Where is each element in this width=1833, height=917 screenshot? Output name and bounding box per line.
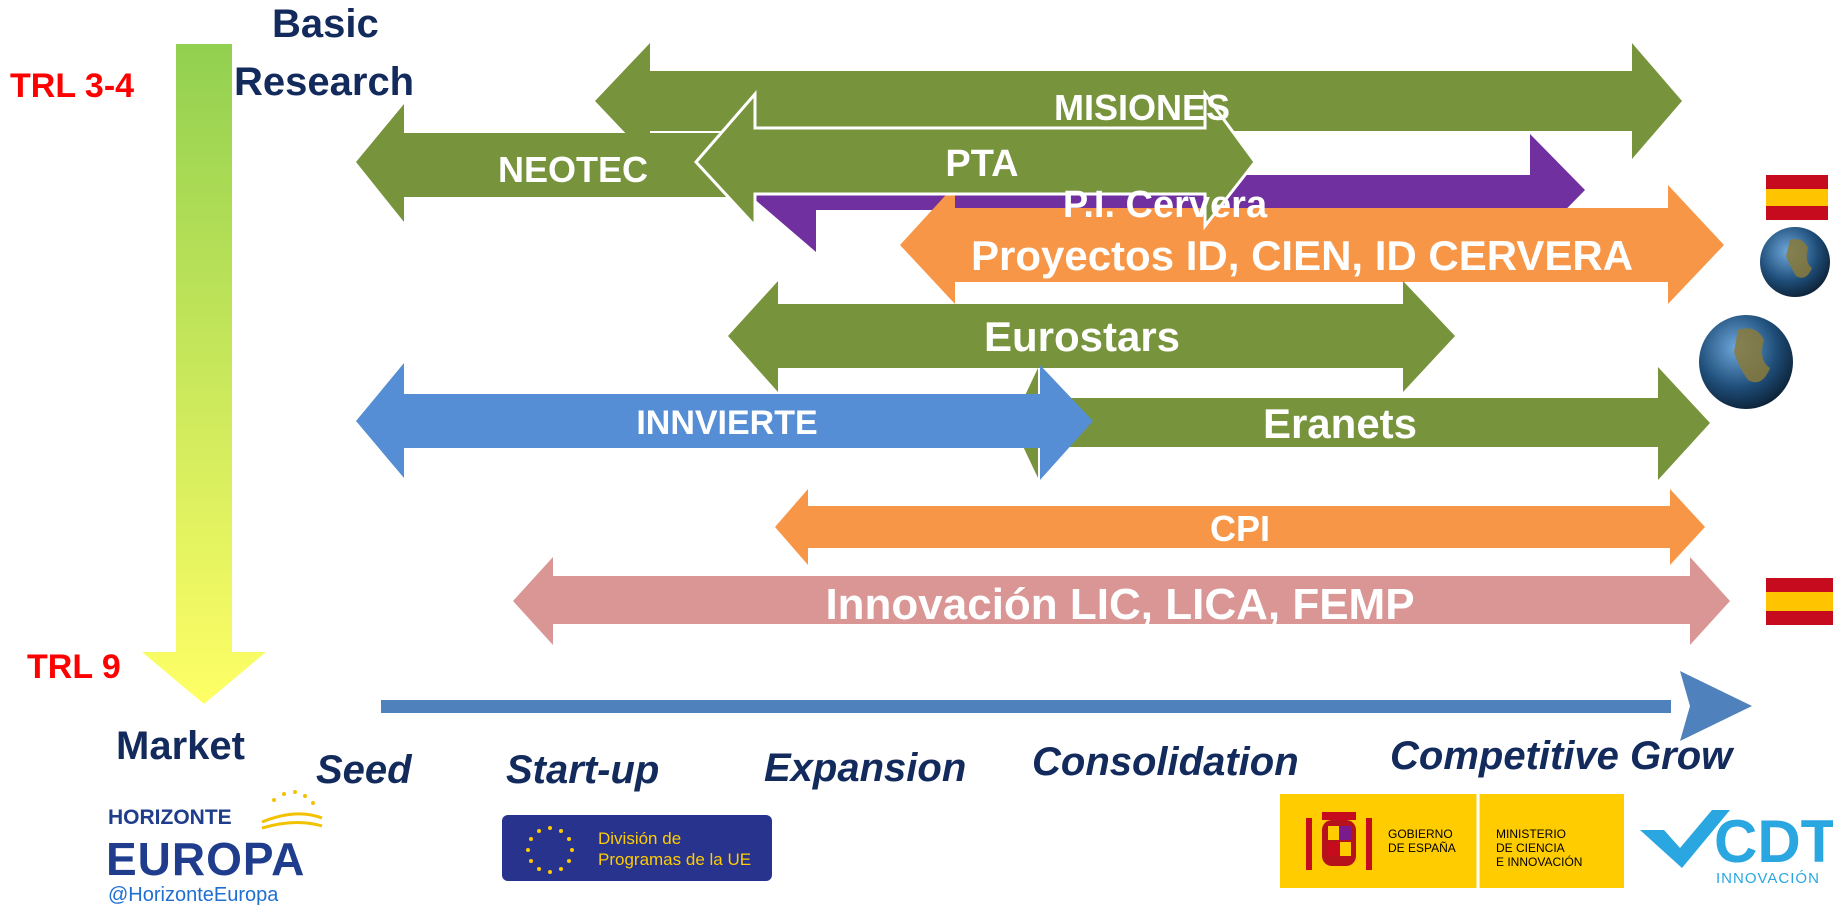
spain-coat-of-arms-icon xyxy=(1306,812,1372,870)
neotec-label: NEOTEC xyxy=(498,149,648,190)
spain-flag-bottom xyxy=(1766,578,1833,625)
eu-division-badge: División de Programas de la UE xyxy=(502,815,772,881)
cpi-label: CPI xyxy=(1210,508,1270,549)
innovacion-arrow xyxy=(513,557,1730,645)
gobierno-ministerio-badge: GOBIERNO DE ESPAÑA MINISTERIO DE CIENCIA… xyxy=(1280,794,1624,888)
misiones-label: MISIONES xyxy=(1054,87,1230,128)
innvierte-arrow xyxy=(356,363,1093,480)
horizonte-europa-logo xyxy=(261,790,323,830)
eurostars-label: Eurostars xyxy=(984,313,1180,360)
globe-icon-bottom xyxy=(1699,315,1793,409)
stage-startup: Start-up xyxy=(506,748,660,792)
neotec-arrow xyxy=(356,104,745,222)
horizonte-line2: EUROPA xyxy=(106,833,306,885)
cdti-sub: INNOVACIÓN xyxy=(1716,870,1820,887)
trl-top-label: TRL 3-4 xyxy=(10,67,135,105)
basic-label: Basic xyxy=(272,2,379,46)
cpi-arrow xyxy=(775,489,1705,565)
horizonte-line1: HORIZONTE xyxy=(108,806,232,829)
stage-competitive-grow: Competitive Grow xyxy=(1390,734,1733,778)
trl-vertical-arrow xyxy=(142,44,266,704)
innvierte-label: INNVIERTE xyxy=(636,404,817,442)
market-label: Market xyxy=(116,724,245,768)
eurostars-arrow xyxy=(728,281,1455,392)
ministerio-line1: MINISTERIO xyxy=(1496,827,1566,841)
innovacion-label: Innovación LIC, LICA, FEMP xyxy=(825,580,1414,629)
cdti-check-icon xyxy=(1640,810,1730,868)
pta-label: PTA xyxy=(945,143,1018,185)
eu-division-line2: Programas de la UE xyxy=(598,850,751,869)
stage-consolidation: Consolidation xyxy=(1032,740,1299,784)
ministerio-line3: E INNOVACIÓN xyxy=(1496,854,1582,869)
trl-bottom-label: TRL 9 xyxy=(27,648,121,686)
pta-arrow xyxy=(693,89,1257,231)
eu-division-line1: División de xyxy=(598,829,681,848)
spain-flag-top xyxy=(1766,175,1828,220)
stage-expansion: Expansion xyxy=(764,746,967,790)
proyectos-label: Proyectos ID, CIEN, ID CERVERA xyxy=(971,232,1633,279)
stage-seed: Seed xyxy=(316,748,412,792)
research-label: Research xyxy=(234,60,415,104)
ministerio-line2: DE CIENCIA xyxy=(1496,841,1565,855)
eranets-label: Eranets xyxy=(1263,400,1417,447)
gobierno-line1: GOBIERNO xyxy=(1388,827,1453,841)
gobierno-line2: DE ESPAÑA xyxy=(1388,841,1456,855)
eranets-arrow xyxy=(1012,367,1710,480)
horizonte-handle: @HorizonteEuropa xyxy=(108,884,279,906)
globe-icon-top xyxy=(1760,227,1830,297)
timeline-arrow xyxy=(381,671,1752,741)
proyectos-arrow xyxy=(900,185,1724,304)
cervera-label: P.I. Cervera xyxy=(1063,184,1268,226)
